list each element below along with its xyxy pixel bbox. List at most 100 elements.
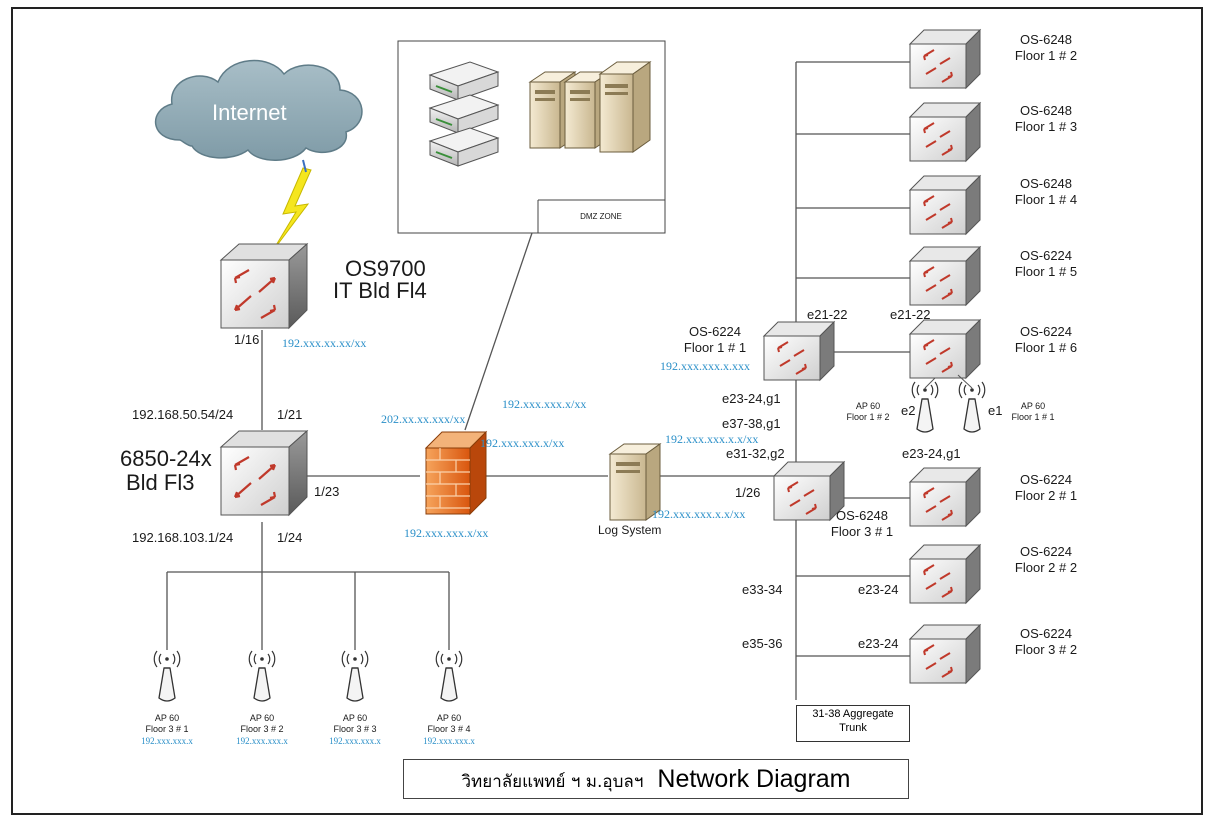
switch-f32-name: OS-6224: [1019, 626, 1073, 641]
ap-f33-ip: 192.xxx.xxx.x: [329, 736, 381, 746]
storage-device-icon: [428, 61, 500, 167]
sw-f16-name: OS-6224: [1019, 324, 1073, 339]
ap-f31-line1: AP 60: [154, 713, 180, 723]
core-port-label: 1/16: [234, 332, 260, 347]
aggregate-trunk-box: 31-38 Aggregate Trunk: [796, 705, 910, 742]
core-ip-label: 192.xxx.xx.xx/xx: [282, 336, 367, 350]
switch-icon: [909, 544, 981, 604]
lightning-icon: [271, 167, 312, 253]
ap-f32-ip: 192.xxx.xxx.x: [236, 736, 288, 746]
firewall-ip-inner: 192.xxx.xxx.x/xx: [480, 436, 565, 450]
switch-icon: [763, 321, 835, 381]
dist-switch-location: Bld Fl3: [126, 470, 195, 495]
ap-f11-line1: AP 60: [1020, 401, 1046, 411]
log-ip-right: 192.xxx.xxx.x.x/xx: [652, 507, 746, 521]
switch-icon: [909, 175, 981, 235]
firewall-ip-dmz: 202.xx.xx.xxx/xx: [381, 412, 466, 426]
core-switch-name: OS9700: [345, 256, 426, 281]
switch-f22-port: e23-24: [858, 582, 899, 597]
ap-f11-line2: Floor 1 # 1: [1011, 412, 1055, 422]
firewall-ip-dmz-right: 192.xxx.xxx.x/xx: [502, 397, 587, 411]
dist-ip-bottom: 192.168.103.1/24: [132, 530, 234, 545]
sw-f31-port-e33: e33-34: [742, 582, 783, 597]
switch-f32-port: e23-24: [858, 636, 899, 651]
sw-f11-location: Floor 1 # 1: [683, 340, 747, 355]
sw-f11-ip: 192.xxx.xxx.x.xxx: [660, 359, 750, 373]
ap-f32-line1: AP 60: [249, 713, 275, 723]
ap-f32-line2: Floor 3 # 2: [240, 724, 284, 734]
sw-f16-ap-left-port: e2: [901, 403, 916, 418]
dmz-server-icon: [528, 61, 652, 153]
sw-f31-name: OS-6248: [835, 508, 889, 523]
sw-f11-port-bottom2: e37-38,g1: [722, 416, 781, 431]
aggregate-line2: Trunk: [839, 722, 867, 735]
switch-icon: [909, 467, 981, 527]
diagram-title: วิทยาลัยแพทย์ ฯ ม.อุบลฯ Network Diagram: [403, 759, 909, 799]
switch-icon: [909, 246, 981, 306]
internet-label: Internet: [212, 100, 287, 125]
dist-ip-top: 192.168.50.54/24: [132, 407, 234, 422]
connection-lines: [166, 61, 910, 700]
switch-icon: [909, 102, 981, 162]
firewall-icon: [424, 430, 488, 516]
switch-icon: [773, 461, 845, 521]
aggregate-line1: 31-38 Aggregate: [812, 708, 894, 720]
sw-f16-location: Floor 1 # 6: [1014, 340, 1078, 355]
switch-f13-location: Floor 1 # 3: [1014, 119, 1078, 134]
sw-f31-port-e35: e35-36: [742, 636, 783, 651]
switch-icon: [909, 624, 981, 684]
ap-f12-line2: Floor 1 # 2: [846, 412, 890, 422]
sw-f16-ap-right-port: e1: [988, 403, 1003, 418]
sw-f31-location: Floor 3 # 1: [830, 524, 894, 539]
sw-f16-port-bottom: e23-24,g1: [902, 446, 961, 461]
switch-f12-name: OS-6248: [1019, 32, 1073, 47]
switch-f13-name: OS-6248: [1019, 103, 1073, 118]
switch-icon: [909, 319, 981, 379]
core-switch-location: IT Bld Fl4: [333, 278, 427, 303]
internet-cloud-icon: [155, 59, 363, 161]
dist-switch-name: 6850-24x: [120, 446, 212, 471]
switch-f21-location: Floor 2 # 1: [1014, 488, 1078, 503]
access-point-icon: [248, 650, 276, 702]
sw-f11-port-top: e21-22: [807, 307, 848, 322]
ap-f34-line1: AP 60: [436, 713, 462, 723]
ap-f34-ip: 192.xxx.xxx.x: [423, 736, 475, 746]
access-point-icon: [435, 650, 463, 702]
log-system-label: Log System: [598, 523, 662, 537]
access-point-icon: [153, 650, 181, 702]
switch-f22-name: OS-6224: [1019, 544, 1073, 559]
dist-port-bottom: 1/24: [277, 530, 303, 545]
ap-f31-line2: Floor 3 # 1: [145, 724, 189, 734]
dmz-zone-label: DMZ ZONE: [580, 212, 622, 221]
switch-f12-location: Floor 1 # 2: [1014, 48, 1078, 63]
dist-port-fw: 1/23: [314, 484, 340, 499]
title-thai: วิทยาลัยแพทย์ ฯ ม.อุบลฯ: [461, 772, 644, 792]
sw-f16-port-left: e21-22: [890, 307, 931, 322]
sw-f11-port-bottom1: e23-24,g1: [722, 391, 781, 406]
dist-port-top: 1/21: [277, 407, 303, 422]
frame-border: [11, 7, 1203, 815]
access-point-icon: [911, 381, 939, 433]
ap-f34-line2: Floor 3 # 4: [427, 724, 471, 734]
ap-f31-ip: 192.xxx.xxx.x: [141, 736, 193, 746]
switch-f21-name: OS-6224: [1019, 472, 1073, 487]
ap-f33-line1: AP 60: [342, 713, 368, 723]
log-port-label: 1/26: [735, 485, 761, 500]
title-english: Network Diagram: [657, 765, 851, 793]
log-ip-left: 192.xxx.xxx.x.x/xx: [665, 432, 759, 446]
ap-f33-line2: Floor 3 # 3: [333, 724, 377, 734]
switch-icon: [909, 29, 981, 89]
sw-f31-port-top: e31-32,g2: [726, 446, 785, 461]
firewall-ip-bottom: 192.xxx.xxx.x/xx: [404, 526, 489, 540]
switch-f14-location: Floor 1 # 4: [1014, 192, 1078, 207]
access-point-icon: [341, 650, 369, 702]
switch-f22-location: Floor 2 # 2: [1014, 560, 1078, 575]
switch-f15-location: Floor 1 # 5: [1014, 264, 1078, 279]
switch-f32-location: Floor 3 # 2: [1014, 642, 1078, 657]
core-switch-icon: [219, 242, 309, 330]
log-system-server-icon: [608, 443, 662, 521]
switch-f14-name: OS-6248: [1019, 176, 1073, 191]
switch-f15-name: OS-6224: [1019, 248, 1073, 263]
